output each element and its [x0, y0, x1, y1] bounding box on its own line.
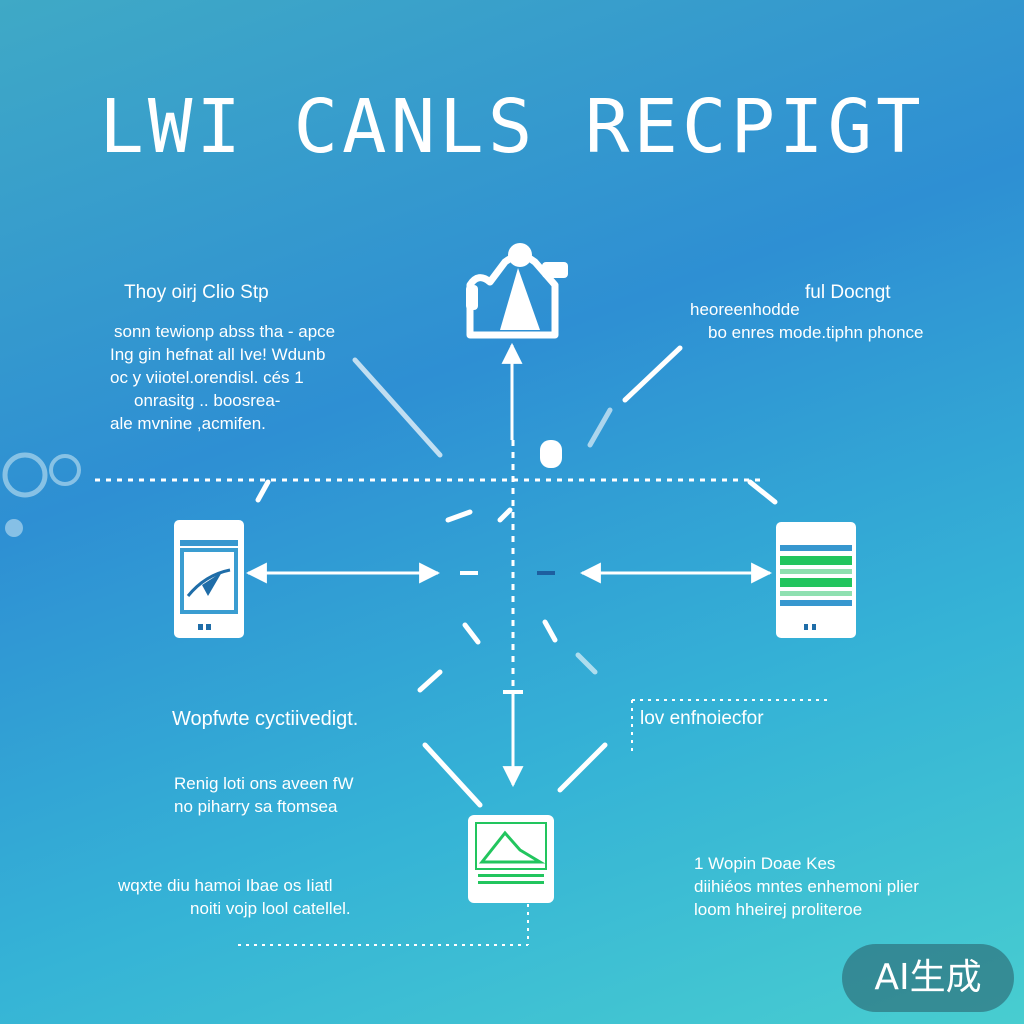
- left-top-text: sonn tewionp abss tha - apce Ing gin hef…: [110, 320, 335, 435]
- left-bottom-text: wqxte diu hamoi Ibae os Iiatl noiti vojp…: [118, 874, 351, 920]
- text-line: diihiéos mntes enhemoni plier: [694, 877, 919, 896]
- text-line: sonn tewionp abss tha - apce: [114, 322, 336, 341]
- right-top-text: heoreenhodde bo enres mode.tiphn phonce: [690, 298, 924, 344]
- server-stripes-icon: [776, 522, 856, 638]
- text-line: onrasitg .. boosrea-: [134, 391, 281, 410]
- diagonal-strokes: [255, 345, 778, 808]
- text-line: ale mvnine ,acmifen.: [110, 414, 266, 433]
- image-card-icon: [468, 815, 554, 903]
- page-title: LWI CANLS RECPIGT: [99, 84, 925, 170]
- text-line: 1 Wopin Doae Kes: [694, 854, 836, 873]
- text-line: Renig loti ons aveen fW: [174, 774, 354, 793]
- text-line: heoreenhodde: [690, 300, 800, 319]
- decorative-circles: [2, 452, 81, 537]
- tick-marks: [460, 440, 562, 694]
- left-mid-text: Renig loti ons aveen fW no piharry sa ft…: [174, 772, 354, 818]
- text-line: wqxte diu hamoi Ibae os Iiatl: [118, 876, 333, 895]
- text-line: Ing gin hefnat all Ive! Wdunb: [110, 345, 326, 364]
- ai-generated-badge: AI生成: [842, 944, 1014, 1012]
- right-bottom-text: 1 Wopin Doae Kes diihiéos mntes enhemoni…: [694, 852, 919, 921]
- text-line: bo enres mode.tiphn phonce: [708, 323, 924, 342]
- text-line: no piharry sa ftomsea: [174, 797, 338, 816]
- text-line: oc y viiotel.orendisl. cés 1: [110, 368, 304, 387]
- right-top-heading: ful Docngt: [805, 282, 891, 303]
- right-mid-heading: lov enfnoiecfor: [640, 708, 764, 729]
- person-icon: [466, 243, 568, 339]
- text-line: loom hheirej proliteroe: [694, 900, 863, 919]
- document-chart-icon: [174, 520, 244, 638]
- text-line: noiti vojp lool catellel.: [190, 899, 351, 918]
- left-mid-heading: Wopfwte cyctiivedigt.: [172, 708, 359, 730]
- left-top-heading: Thoy oirj Clio Stp: [124, 282, 269, 303]
